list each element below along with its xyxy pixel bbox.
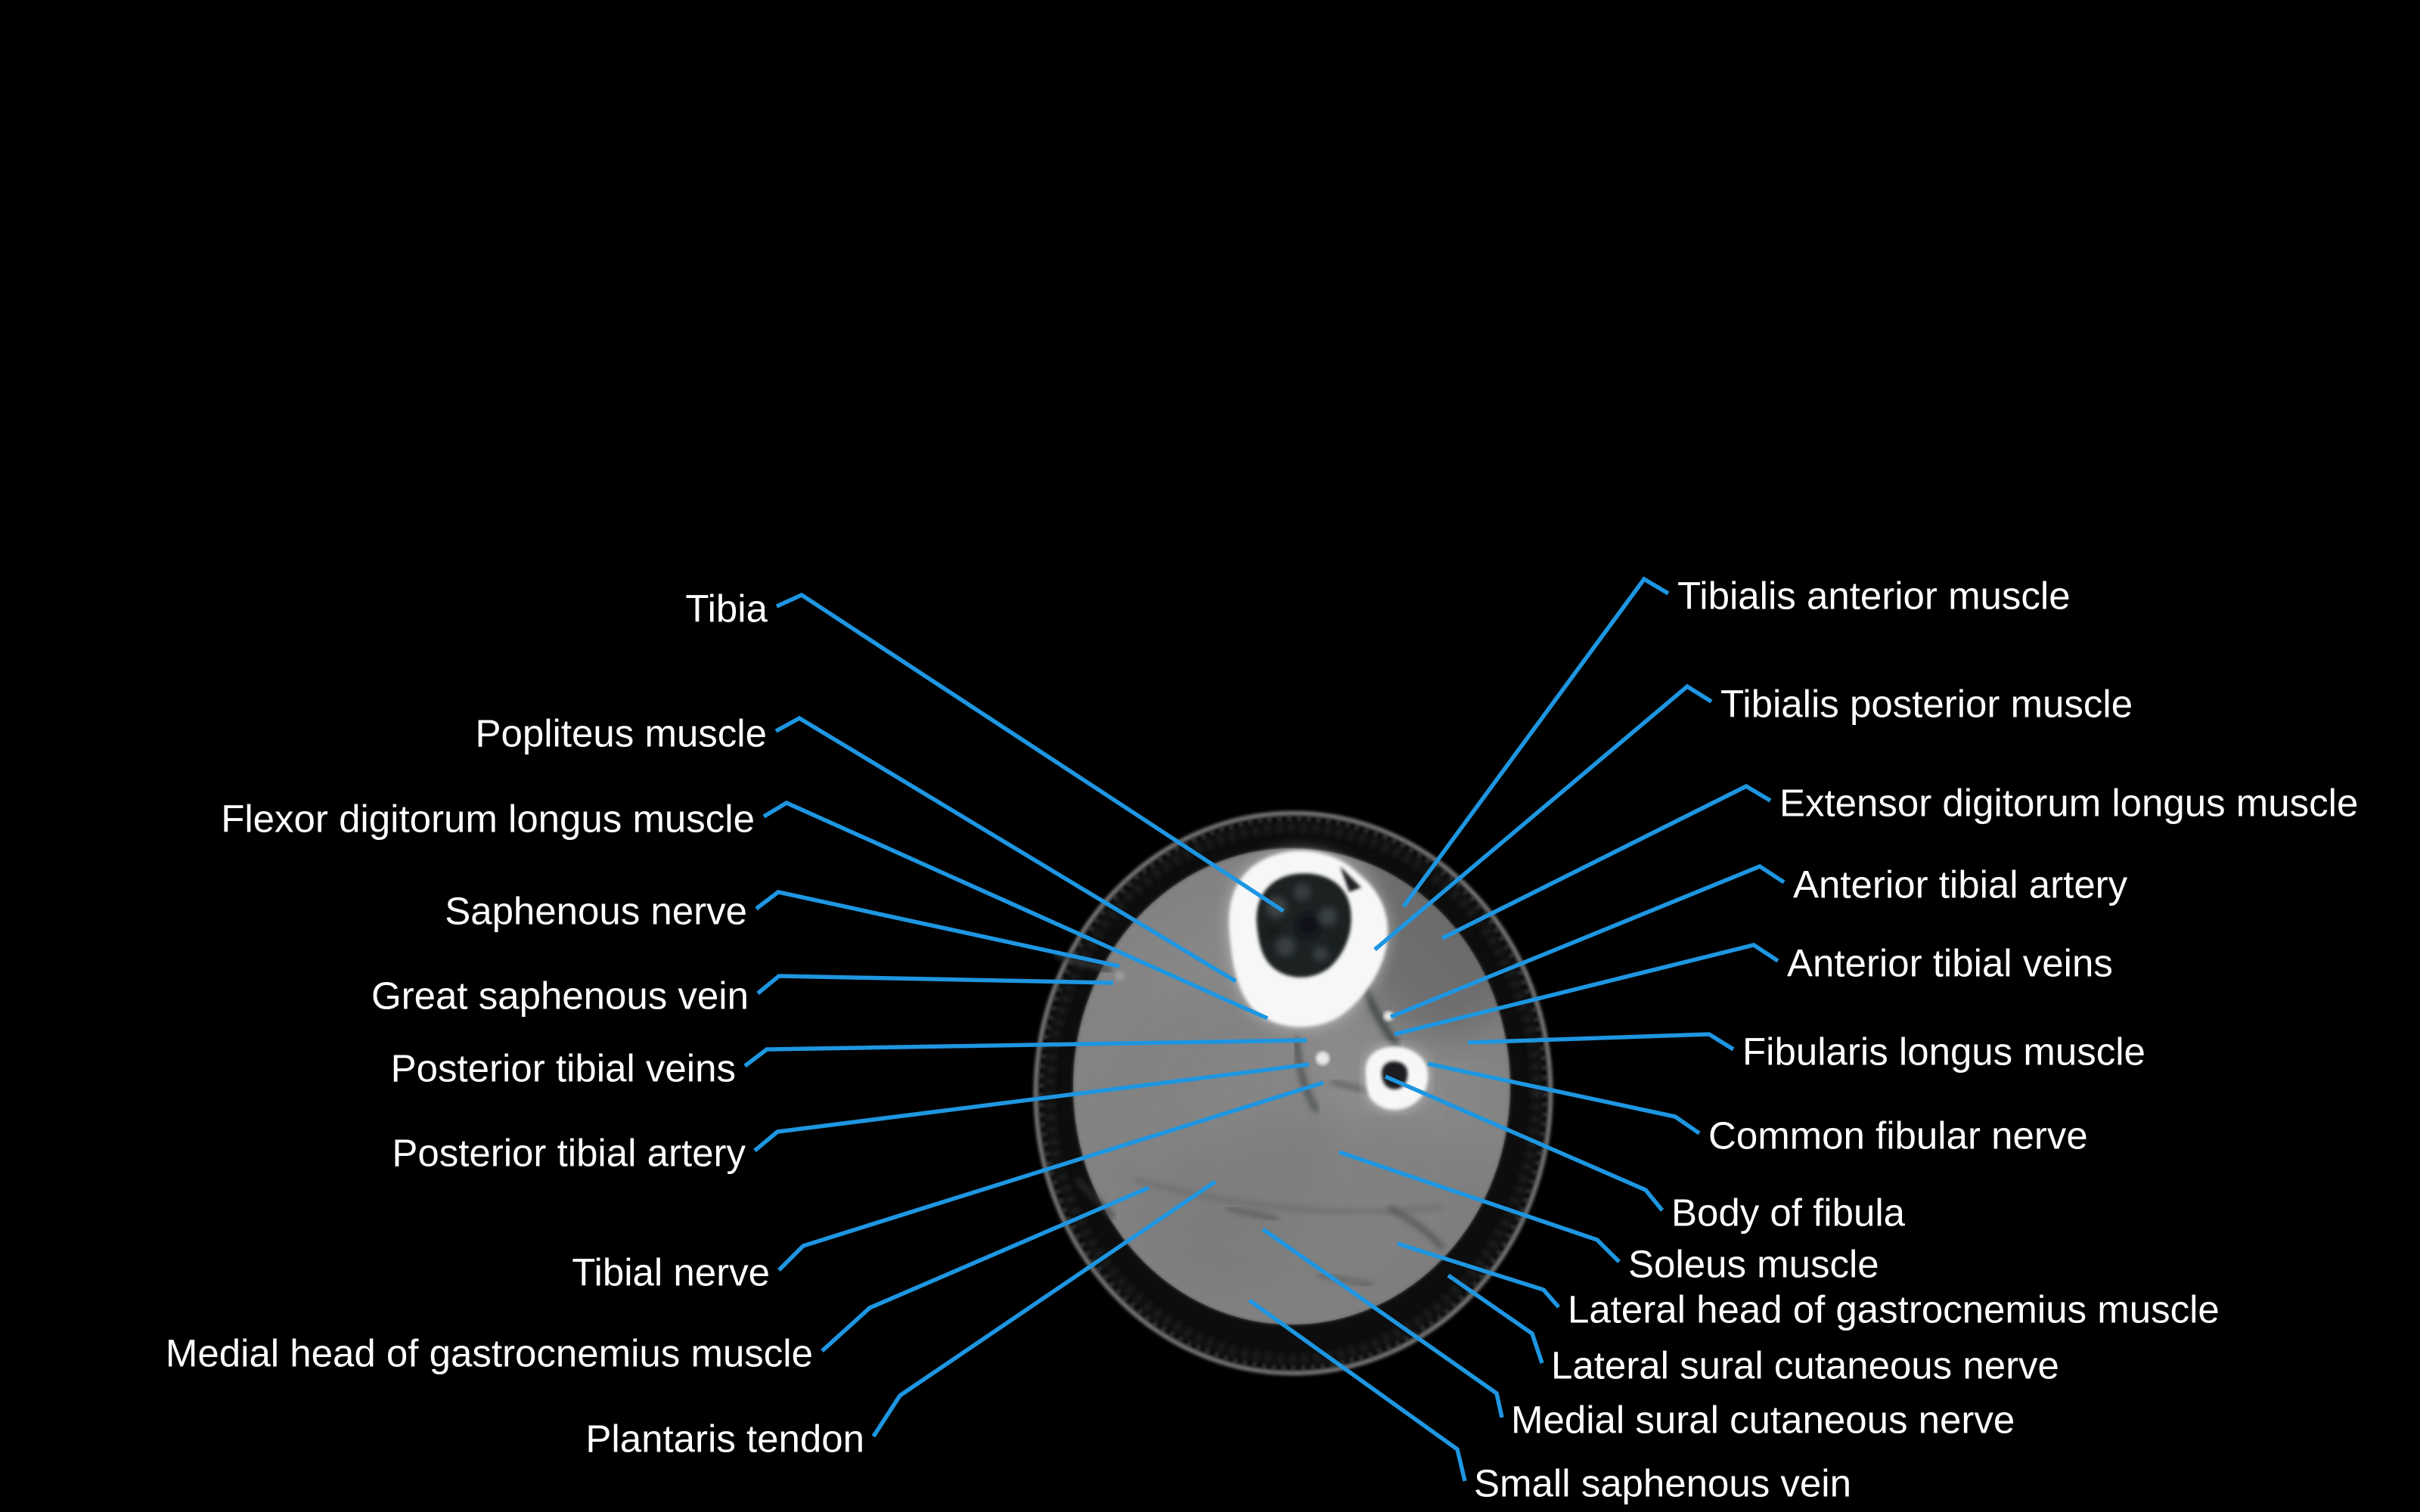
label-medial-sural-cutaneous-nerve: Medial sural cutaneous nerve	[1511, 1399, 2015, 1442]
leader-popliteus-muscle	[774, 715, 1237, 984]
leader-soleus-muscle	[1339, 1150, 1621, 1263]
tibia-notch	[1340, 866, 1361, 892]
leader-medial-head-of-gastrocnemius-muscle	[821, 1185, 1150, 1353]
leader-lateral-head-of-gastrocnemius-muscle	[1397, 1241, 1561, 1309]
label-tibialis-anterior-muscle: Tibialis anterior muscle	[1677, 575, 2071, 618]
tibia-bone	[1229, 850, 1388, 1027]
label-anterior-tibial-veins: Anterior tibial veins	[1787, 942, 2113, 985]
great-saphenous-vein-dot	[1115, 971, 1125, 981]
leader-anterior-tibial-artery	[1389, 863, 1786, 1019]
leader-tibialis-anterior-muscle	[1401, 576, 1670, 908]
label-common-fibular-nerve: Common fibular nerve	[1708, 1114, 2088, 1157]
label-body-of-fibula: Body of fibula	[1671, 1191, 1906, 1235]
label-soleus-muscle: Soleus muscle	[1628, 1243, 1879, 1286]
label-tibialis-posterior-muscle: Tibialis posterior muscle	[1720, 683, 2133, 726]
leader-medial-sural-cutaneous-nerve	[1261, 1227, 1504, 1418]
leader-posterior-tibial-artery	[753, 1062, 1310, 1153]
label-fibularis-longus-muscle: Fibularis longus muscle	[1742, 1030, 2145, 1074]
leader-tibia	[775, 592, 1285, 913]
label-lateral-sural-cutaneous-nerve: Lateral sural cutaneous nerve	[1551, 1344, 2059, 1387]
label-flexor-digitorum-longus-muscle: Flexor digitorum longus muscle	[221, 798, 755, 841]
fat-wisp	[1075, 1177, 1115, 1219]
tibia-trabeculae	[1266, 884, 1340, 962]
skin-texture-ring	[1038, 815, 1549, 1371]
leader-saphenous-nerve	[755, 890, 1120, 968]
label-posterior-tibial-veins: Posterior tibial veins	[391, 1047, 736, 1090]
leader-lines	[743, 576, 1786, 1482]
leader-posterior-tibial-veins	[743, 1038, 1308, 1068]
anterior-tibial-vessels-dot	[1383, 1011, 1394, 1021]
label-saphenous-nerve: Saphenous nerve	[445, 890, 747, 933]
label-plantaris-tendon: Plantaris tendon	[585, 1418, 864, 1461]
fat-texture-ring	[1044, 822, 1542, 1365]
label-popliteus-muscle: Popliteus muscle	[475, 712, 767, 755]
fat-wisp	[1053, 951, 1113, 974]
label-tibial-nerve: Tibial nerve	[572, 1251, 770, 1294]
label-medial-head-of-gastrocnemius-muscle: Medial head of gastrocnemius muscle	[166, 1332, 813, 1375]
posterior-tibial-vessels-dot	[1316, 1052, 1329, 1065]
label-lateral-head-of-gastrocnemius-muscle: Lateral head of gastrocnemius muscle	[1568, 1288, 2220, 1331]
leader-fibularis-longus-muscle	[1467, 1032, 1735, 1052]
label-anterior-tibial-artery: Anterior tibial artery	[1793, 863, 2128, 906]
leader-tibialis-posterior-muscle	[1373, 683, 1713, 952]
leader-flexor-digitorum-longus-muscle	[762, 800, 1269, 1021]
leader-great-saphenous-vein	[756, 974, 1114, 996]
leader-common-fibular-nerve	[1427, 1061, 1701, 1136]
label-posterior-tibial-artery: Posterior tibial artery	[392, 1132, 746, 1175]
label-small-saphenous-vein: Small saphenous vein	[1474, 1462, 1851, 1505]
leader-plantaris-tendon	[871, 1179, 1217, 1438]
leader-anterior-tibial-veins	[1394, 943, 1779, 1036]
leader-extensor-digitorum-longus-muscle	[1441, 783, 1772, 940]
label-great-saphenous-vein: Great saphenous vein	[371, 974, 749, 1018]
fibula-bone	[1365, 1046, 1429, 1110]
leader-lateral-sural-cutaneous-nerve	[1447, 1273, 1544, 1364]
leader-tibial-nerve	[777, 1080, 1324, 1272]
leader-body-of-fibula	[1384, 1074, 1665, 1212]
label-extensor-digitorum-longus-muscle: Extensor digitorum longus muscle	[1779, 782, 2358, 825]
label-tibia: Tibia	[685, 587, 768, 631]
leader-small-saphenous-vein	[1248, 1298, 1467, 1482]
